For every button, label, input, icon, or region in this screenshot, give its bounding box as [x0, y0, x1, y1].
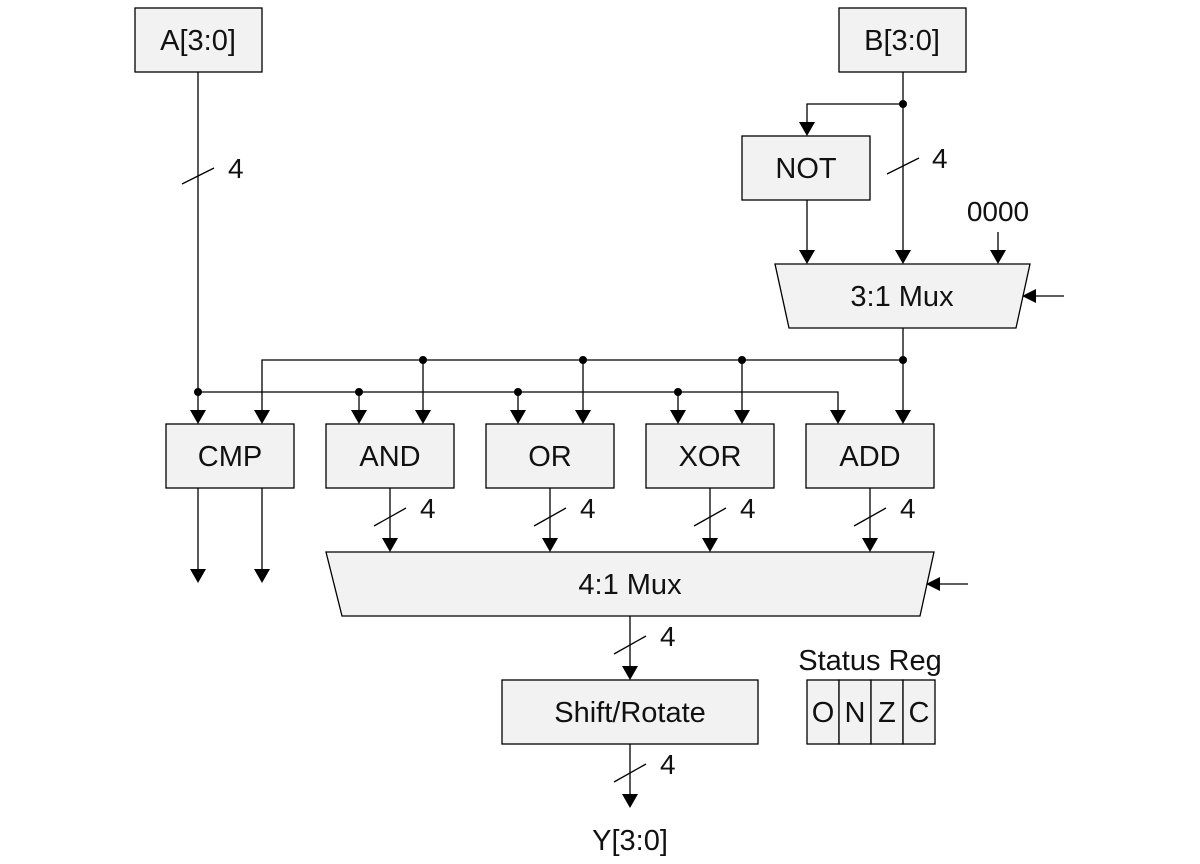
arrow-down-icon	[542, 538, 558, 552]
shift-rotate-block: Shift/Rotate	[501, 679, 759, 745]
and-block: AND	[325, 423, 455, 489]
arrow-down-icon	[895, 410, 911, 424]
arrow-down-icon	[895, 250, 911, 264]
status-flag-cell	[806, 679, 840, 745]
mux3-select	[1022, 289, 1064, 303]
arrow-down-icon	[622, 794, 638, 808]
status-register: Status Reg O N Z C	[798, 645, 942, 745]
arrow-down-icon	[862, 538, 878, 552]
bus-slash-icon	[693, 507, 727, 527]
bus-width-mux4: 4	[660, 621, 676, 652]
input-b-label: B[3:0]	[864, 25, 940, 57]
arrow-left-icon	[926, 577, 940, 591]
arrow-down-icon	[254, 569, 270, 583]
bus-width-or: 4	[580, 493, 596, 524]
and-output: 4	[373, 488, 436, 552]
bus-width-b: 4	[932, 143, 948, 174]
bus-slash-icon	[886, 157, 920, 175]
cmp-label: CMP	[198, 441, 262, 473]
not-label: NOT	[775, 153, 837, 185]
add-label: ADD	[839, 441, 900, 473]
status-flag-negative: N	[845, 697, 866, 729]
bus-slash-icon	[613, 635, 647, 655]
or-output: 4	[533, 488, 596, 552]
arrow-down-icon	[670, 410, 686, 424]
status-register-title: Status Reg	[798, 645, 941, 677]
xor-label: XOR	[679, 441, 742, 473]
cmp-block: CMP	[165, 423, 295, 489]
bus-width-a: 4	[228, 153, 244, 184]
status-flag-cell	[870, 679, 904, 745]
output-y-label: Y[3:0]	[592, 825, 668, 857]
output-y: 4 Y[3:0]	[592, 744, 676, 857]
status-flag-cell	[902, 679, 936, 745]
bus-slash-icon	[853, 507, 887, 527]
input-a-wire: 4	[181, 72, 244, 392]
bus-width-and: 4	[420, 493, 436, 524]
arrow-down-icon	[799, 250, 815, 264]
constant-zero-label: 0000	[967, 196, 1029, 227]
arrow-down-icon	[190, 410, 206, 424]
arrow-down-icon	[622, 666, 638, 680]
or-label: OR	[528, 441, 572, 473]
arrow-down-icon	[254, 410, 270, 424]
constant-zero: 0000	[967, 196, 1029, 264]
bus-slash-icon	[373, 507, 407, 527]
add-output: 4	[853, 488, 916, 552]
add-block: ADD	[805, 423, 935, 489]
cmp-outputs	[190, 488, 270, 583]
arrow-down-icon	[830, 410, 846, 424]
bus-width-xor: 4	[740, 493, 756, 524]
bus-slash-icon	[533, 507, 567, 527]
arrow-down-icon	[734, 410, 750, 424]
mux4-select	[926, 577, 968, 591]
input-a-block: A[3:0]	[134, 7, 263, 73]
bus-slash-icon	[181, 167, 215, 185]
arrow-down-icon	[415, 410, 431, 424]
status-flag-carry: C	[909, 697, 930, 729]
input-b-wires: 4	[799, 72, 948, 264]
shift-rotate-label: Shift/Rotate	[554, 697, 706, 729]
mux3-label: 3:1 Mux	[850, 281, 954, 313]
bus-width-add: 4	[900, 493, 916, 524]
arrow-down-icon	[382, 538, 398, 552]
mux4-block: 4:1 Mux	[325, 551, 935, 617]
arrow-down-icon	[990, 250, 1006, 264]
b-bus	[254, 328, 911, 424]
arrow-down-icon	[351, 410, 367, 424]
or-block: OR	[485, 423, 615, 489]
arrow-down-icon	[575, 410, 591, 424]
and-label: AND	[359, 441, 420, 473]
xor-output: 4	[693, 488, 756, 552]
input-b-block: B[3:0]	[838, 7, 967, 73]
xor-block: XOR	[645, 423, 775, 489]
not-block: NOT	[741, 135, 871, 201]
mux4-label: 4:1 Mux	[578, 569, 682, 601]
status-flag-overflow: O	[812, 697, 835, 729]
mux4-output: 4	[613, 616, 676, 680]
bus-width-output: 4	[660, 749, 676, 780]
status-flag-cell	[838, 679, 872, 745]
input-a-label: A[3:0]	[160, 25, 236, 57]
arrow-down-icon	[799, 122, 815, 136]
mux3-block: 3:1 Mux	[774, 263, 1031, 329]
arrow-left-icon	[1022, 289, 1036, 303]
arrow-down-icon	[510, 410, 526, 424]
arrow-down-icon	[702, 538, 718, 552]
status-flag-zero: Z	[878, 697, 896, 729]
bus-slash-icon	[613, 763, 647, 783]
not-output-wire	[799, 200, 815, 264]
arrow-down-icon	[190, 569, 206, 583]
a-bus	[190, 388, 846, 424]
